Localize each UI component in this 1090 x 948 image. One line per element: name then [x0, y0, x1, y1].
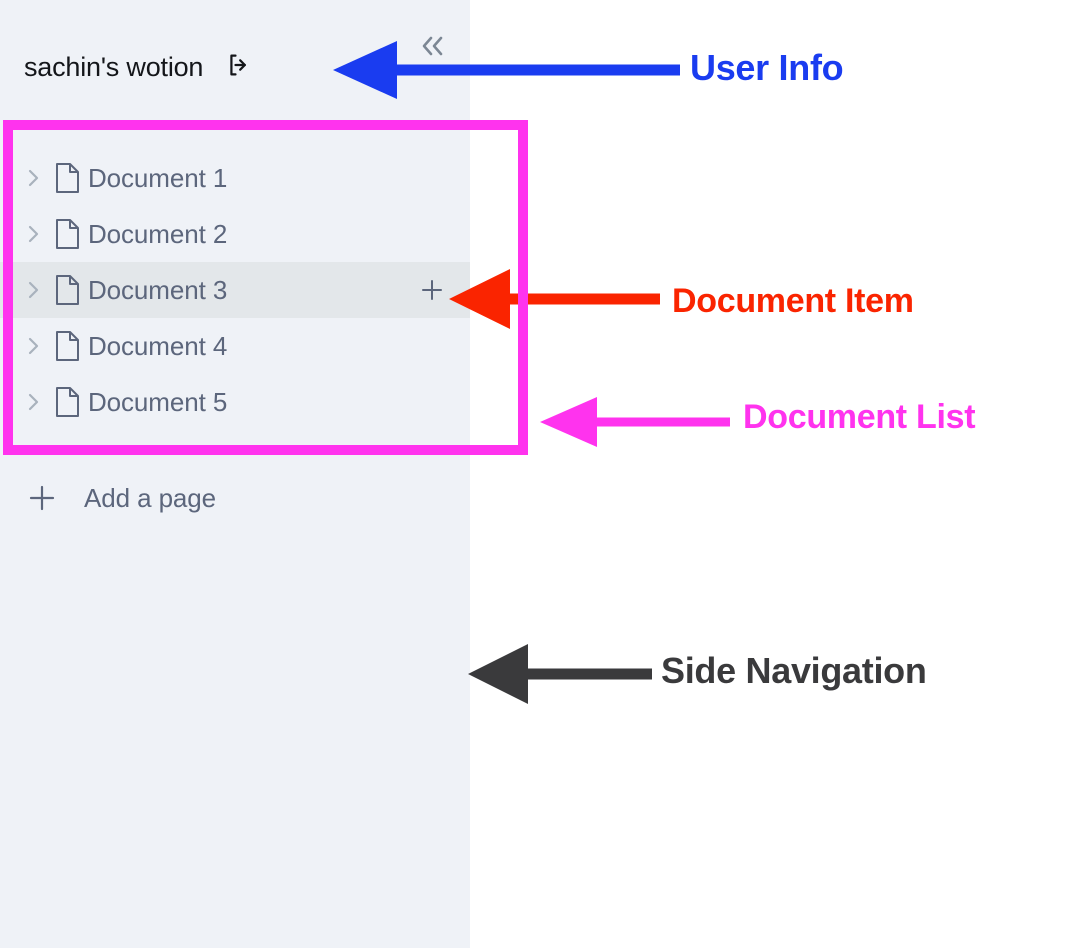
- document-list: Document 1 Document 2: [0, 150, 470, 430]
- side-navigation: sachin's wotion: [0, 0, 470, 948]
- add-a-page-button[interactable]: Add a page: [0, 470, 380, 526]
- document-item[interactable]: Document 1: [0, 150, 470, 206]
- file-icon: [46, 162, 88, 194]
- annotation-label-user-info: User Info: [690, 47, 844, 88]
- chevron-right-icon[interactable]: [20, 279, 46, 301]
- annotation-arrow-side-navigation: [468, 644, 652, 704]
- document-item[interactable]: Document 5: [0, 374, 470, 430]
- document-item-label: Document 3: [88, 274, 228, 305]
- annotation-label-document-list: Document List: [743, 398, 976, 436]
- document-item-label: Document 4: [88, 330, 228, 361]
- file-icon: [46, 218, 88, 250]
- file-icon: [46, 274, 88, 306]
- logout-icon[interactable]: [225, 51, 253, 84]
- document-item[interactable]: Document 4: [0, 318, 470, 374]
- document-item[interactable]: Document 2: [0, 206, 470, 262]
- file-icon: [46, 386, 88, 418]
- annotation-arrow-document-item: [449, 269, 660, 329]
- chevron-right-icon[interactable]: [20, 167, 46, 189]
- annotation-arrow-document-list: [540, 397, 730, 447]
- file-icon: [46, 330, 88, 362]
- document-item-label: Document 1: [88, 162, 228, 193]
- annotation-label-side-navigation: Side Navigation: [661, 650, 927, 691]
- add-a-page-label: Add a page: [84, 482, 217, 513]
- annotation-label-document-item: Document Item: [672, 282, 914, 320]
- document-item[interactable]: Document 3: [0, 262, 470, 318]
- collapse-sidebar-icon[interactable]: [410, 26, 454, 66]
- chevron-right-icon[interactable]: [20, 391, 46, 413]
- plus-icon: [22, 483, 62, 513]
- chevron-right-icon[interactable]: [20, 223, 46, 245]
- workspace-title: sachin's wotion: [24, 51, 204, 82]
- chevron-right-icon[interactable]: [20, 335, 46, 357]
- document-item-label: Document 5: [88, 386, 228, 417]
- user-info[interactable]: sachin's wotion: [0, 40, 470, 94]
- add-child-page-icon[interactable]: [414, 272, 450, 308]
- document-item-label: Document 2: [88, 218, 228, 249]
